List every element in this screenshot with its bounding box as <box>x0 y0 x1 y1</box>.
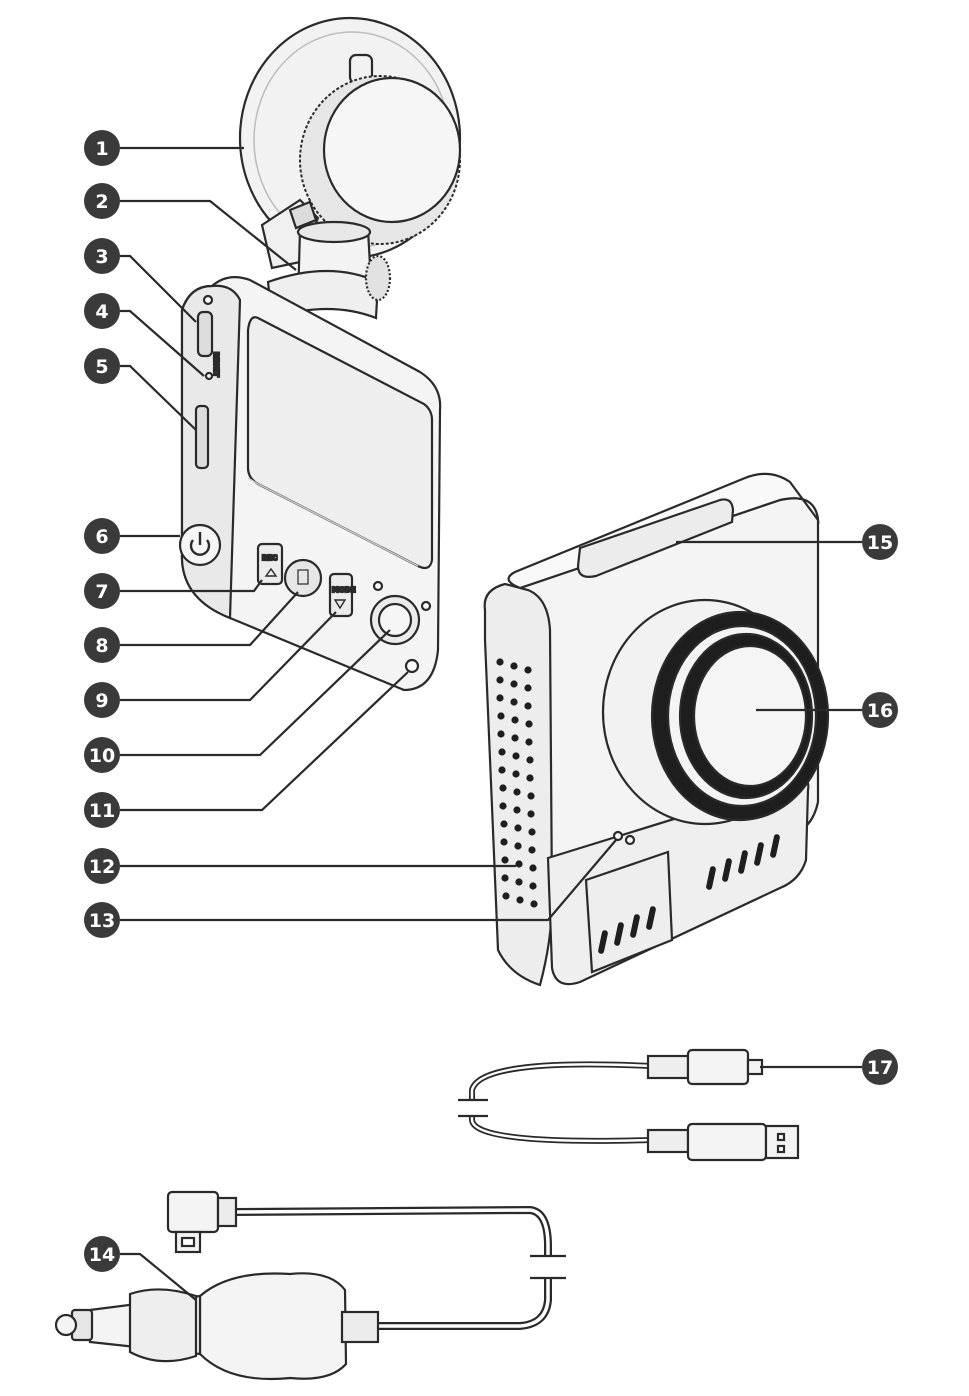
callout-number: 17 <box>867 1057 893 1079</box>
callout-number: 12 <box>89 856 115 878</box>
callout-2-mount-bracket: 2 <box>84 183 120 219</box>
camera-lens <box>692 644 808 788</box>
callout-badge <box>862 1049 898 1085</box>
callout-number: 15 <box>867 532 893 554</box>
callout-badge <box>84 293 120 329</box>
callout-badge <box>84 183 120 219</box>
camera-front-view <box>483 472 830 987</box>
callout-number: 11 <box>89 800 115 822</box>
callout-number: 1 <box>95 138 108 160</box>
callout-3-usb-port: 3 <box>84 238 120 274</box>
callout-number: 16 <box>867 700 893 722</box>
callout-number: 9 <box>95 690 108 712</box>
callout-badge <box>862 524 898 560</box>
callout-badge <box>84 238 120 274</box>
callout-11-status-led: 11 <box>84 792 120 828</box>
callout-9-down-button: 9 <box>84 682 120 718</box>
callout-badge <box>84 518 120 554</box>
callout-badge <box>84 1236 120 1272</box>
callout-badge <box>84 902 120 938</box>
callout-badge <box>84 737 120 773</box>
callout-6-power-button: 6 <box>84 518 120 554</box>
callout-number: 13 <box>89 910 115 932</box>
callout-12-speaker-grille: 12 <box>84 848 120 884</box>
reset-hole <box>204 371 214 381</box>
car-charger <box>54 1190 566 1381</box>
callout-badge <box>84 573 120 609</box>
up-button <box>256 542 284 586</box>
callout-number: 4 <box>95 301 108 323</box>
svg-text:REC: REC <box>262 554 277 562</box>
callout-number: 5 <box>95 356 108 378</box>
callout-number: 10 <box>89 745 115 767</box>
callout-15-mount-rail: 15 <box>862 524 898 560</box>
callout-16-camera-lens: 16 <box>862 692 898 728</box>
usb-cable <box>458 1048 800 1162</box>
callout-number: 2 <box>95 191 108 213</box>
suction-mount <box>238 16 462 320</box>
usb-port <box>196 310 214 358</box>
leader-lines <box>120 146 862 1301</box>
callout-number: 6 <box>95 526 108 548</box>
down-button <box>328 572 354 618</box>
callout-14-car-charger: 14 <box>84 1236 120 1272</box>
camera-back-view: RESET REC MODE <box>178 275 442 692</box>
callout-8-menu-button: 8 <box>84 627 120 663</box>
callout-10-ok-button: 10 <box>84 737 120 773</box>
svg-text:MODE: MODE <box>332 586 356 594</box>
callout-4-reset-hole: 4 <box>84 293 120 329</box>
callout-badge <box>862 692 898 728</box>
speaker-grille <box>496 658 538 908</box>
suction-knob <box>322 76 462 224</box>
callout-13-microphone: 13 <box>84 902 120 938</box>
callout-number: 8 <box>95 635 108 657</box>
callout-badge <box>84 792 120 828</box>
callout-1-suction-cup: 1 <box>84 130 120 166</box>
status-led <box>404 658 420 674</box>
callout-number: 7 <box>95 581 108 603</box>
callout-badge <box>84 682 120 718</box>
callout-number: 14 <box>89 1244 115 1266</box>
callout-5-microsd-slot: 5 <box>84 348 120 384</box>
callout-badge <box>84 627 120 663</box>
reset-label: RESET <box>212 352 220 377</box>
callout-badge <box>84 130 120 166</box>
lower-vents <box>598 834 780 954</box>
menu-button <box>283 558 323 598</box>
microsd-slot <box>194 404 210 470</box>
mount-rail <box>576 498 735 578</box>
callout-badge <box>84 348 120 384</box>
callout-7-up-button: 7 <box>84 573 120 609</box>
callout-17-usb-cable: 17 <box>862 1049 898 1085</box>
callout-badge <box>84 848 120 884</box>
microphone <box>612 830 624 842</box>
callout-number: 3 <box>95 246 108 268</box>
